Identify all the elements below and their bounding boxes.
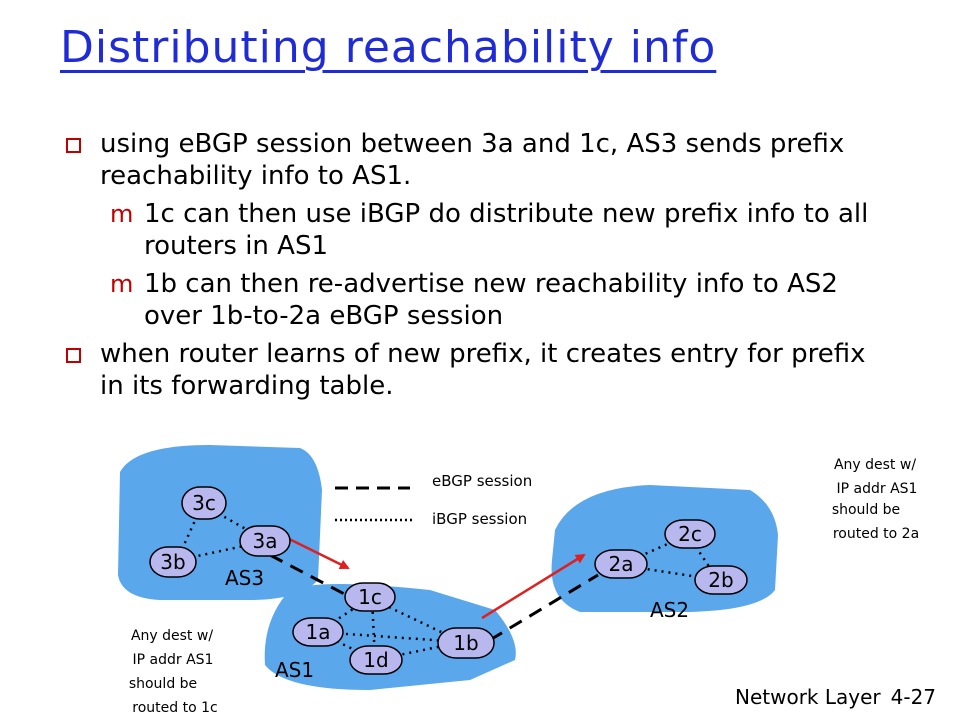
svg-text:routed to 1c: routed to 1c (132, 700, 217, 716)
router-2a: 2a (594, 549, 648, 579)
sub-bullet-marker: m (110, 200, 134, 228)
bullet-list: using eBGP session between 3a and 1c, AS… (66, 128, 886, 408)
svg-text:3c: 3c (192, 491, 216, 515)
footer-label: Network Layer (735, 685, 881, 709)
bullet-text: 1c can then use iBGP do distribute new p… (144, 199, 869, 261)
as1-label: AS1 (275, 658, 314, 682)
svg-text:3a: 3a (253, 529, 278, 553)
slide-title: Distributing reachability info (60, 22, 717, 73)
router-3b: 3b (149, 546, 197, 578)
legend-ibgp-label: iBGP session (432, 510, 527, 528)
svg-text:2a: 2a (609, 552, 634, 576)
svg-text:should be: should be (129, 676, 197, 692)
legend-ebgp-label: eBGP session (432, 472, 532, 490)
ebgp-link-3a-1c (269, 553, 353, 600)
as2-label: AS2 (650, 598, 689, 622)
svg-text:should be: should be (832, 502, 900, 518)
router-3a: 3a (239, 525, 291, 557)
svg-text:2b: 2b (708, 568, 733, 592)
svg-text:IP addr AS1: IP addr AS1 (133, 652, 214, 668)
advertise-arrow-as1-to-as2 (481, 553, 586, 620)
svg-text:IP addr AS1: IP addr AS1 (837, 481, 918, 497)
ebgp-link-1b-2a (489, 573, 599, 642)
slide-footer: Network Layer 4-27 (735, 685, 936, 709)
note-right: Any dest w/ IP addr AS1 should be routed… (832, 457, 919, 542)
svg-text:2c: 2c (678, 522, 702, 546)
svg-text:Any dest w/: Any dest w/ (131, 628, 213, 644)
sub-bullet-marker: m (110, 270, 134, 298)
as2-cloud (551, 485, 778, 612)
router-1b: 1b (437, 627, 495, 659)
router-3c: 3c (181, 486, 227, 520)
bullet-text: when router learns of new prefix, it cre… (100, 339, 866, 401)
bullet-text: using eBGP session between 3a and 1c, AS… (100, 129, 845, 191)
as1-cloud (264, 584, 516, 690)
router-1c: 1c (344, 582, 396, 612)
router-1d: 1d (349, 645, 403, 675)
svg-text:1c: 1c (358, 585, 382, 609)
router-2c: 2c (664, 519, 716, 549)
svg-text:Any dest w/: Any dest w/ (834, 457, 916, 473)
sub-bullet-item: m 1c can then use iBGP do distribute new … (66, 198, 886, 262)
as3-cloud (118, 445, 322, 600)
bullet-item: when router learns of new prefix, it cre… (66, 338, 886, 402)
router-1a: 1a (292, 617, 344, 647)
svg-text:1a: 1a (306, 620, 331, 644)
page-number: 4-27 (890, 685, 937, 709)
bullet-text: 1b can then re-advertise new reachabilit… (144, 269, 838, 331)
svg-text:3b: 3b (160, 550, 185, 574)
svg-text:1d: 1d (363, 648, 388, 672)
svg-text:routed to 2a: routed to 2a (833, 526, 919, 542)
router-2b: 2b (694, 565, 748, 595)
sub-bullet-item: m 1b can then re-advertise new reachabili… (66, 268, 886, 332)
bullet-item: using eBGP session between 3a and 1c, AS… (66, 128, 886, 192)
note-left: Any dest w/ IP addr AS1 should be routed… (129, 628, 218, 716)
svg-text:1b: 1b (453, 631, 478, 655)
as3-label: AS3 (225, 566, 264, 590)
